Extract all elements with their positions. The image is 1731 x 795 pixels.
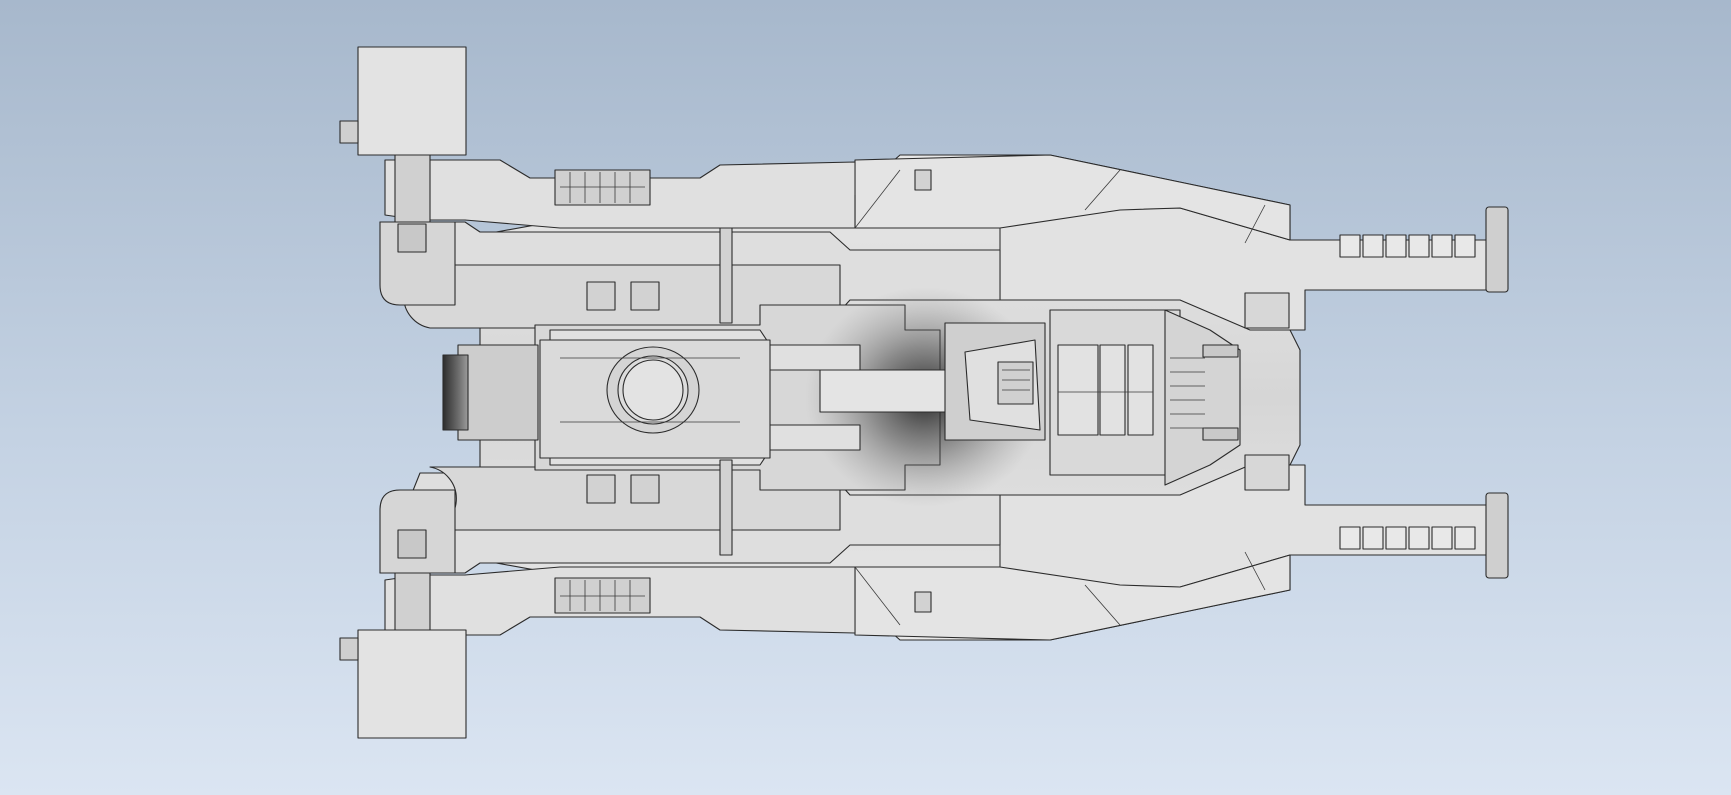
lower-engine-panel-4 bbox=[1408, 526, 1430, 550]
lower-vent-grille bbox=[554, 577, 651, 614]
lower-outer-panel bbox=[854, 554, 1291, 641]
upper-diag bbox=[854, 169, 901, 229]
lower-engine-panel-5 bbox=[1431, 526, 1453, 550]
vertical-rib-lower bbox=[719, 459, 733, 556]
upper-left-pod bbox=[357, 46, 467, 156]
upper-vent-slats bbox=[560, 172, 645, 203]
rear-thruster-housing bbox=[457, 344, 539, 441]
vertical-rib-upper bbox=[719, 227, 733, 324]
lower-engine-nozzle bbox=[1485, 492, 1509, 579]
upper-engine-panel-4 bbox=[1408, 234, 1430, 258]
lower-vent-slats bbox=[560, 580, 645, 611]
upper-engine-panel-5 bbox=[1431, 234, 1453, 258]
lower-engine-panel-2 bbox=[1362, 526, 1384, 550]
hatch-upper-2 bbox=[630, 281, 660, 311]
upper-side-block-inset bbox=[397, 223, 427, 253]
upper-engine-panel-6 bbox=[1454, 234, 1476, 258]
lower-engine-panel-1 bbox=[1339, 526, 1361, 550]
sensor-plate-upper bbox=[914, 169, 932, 191]
lower-front-tab bbox=[1202, 427, 1239, 441]
core-mid-bar bbox=[819, 369, 956, 413]
lower-front-block bbox=[1244, 454, 1290, 491]
upper-outer-panel bbox=[854, 154, 1291, 241]
bridge-window-left bbox=[1057, 344, 1099, 436]
upper-engine-nozzle bbox=[1485, 206, 1509, 293]
upper-vent-grille bbox=[554, 169, 651, 206]
upper-engine-panel-2 bbox=[1362, 234, 1384, 258]
bridge-window-right bbox=[1127, 344, 1154, 436]
upper-engine-panel-1 bbox=[1339, 234, 1361, 258]
lower-engine-panel-3 bbox=[1385, 526, 1407, 550]
lower-side-block-inset bbox=[397, 529, 427, 559]
upper-ridge-line bbox=[1084, 169, 1121, 211]
rear-thruster-core bbox=[442, 354, 469, 431]
hatch-lower-2 bbox=[630, 474, 660, 504]
upper-front-tab bbox=[1202, 344, 1239, 358]
lower-arm-seam bbox=[1244, 551, 1266, 591]
upper-front-block bbox=[1244, 292, 1290, 329]
hatch-lower-1 bbox=[586, 474, 616, 504]
lower-ridge-line bbox=[1084, 584, 1121, 626]
sensor-plate-lower bbox=[914, 591, 932, 613]
lower-pod-connector bbox=[394, 572, 431, 631]
upper-pod-connector bbox=[394, 154, 431, 223]
cockpit-console-lines bbox=[1002, 369, 1030, 391]
hatch-upper-1 bbox=[586, 281, 616, 311]
bridge-window-mid bbox=[1099, 344, 1126, 436]
lower-left-pod bbox=[357, 629, 467, 739]
upper-pod-nub bbox=[339, 120, 359, 144]
turret-dome bbox=[622, 359, 684, 421]
cockpit-panel bbox=[997, 361, 1034, 405]
lower-engine-panel-6 bbox=[1454, 526, 1476, 550]
upper-engine-panel-3 bbox=[1385, 234, 1407, 258]
lower-diag bbox=[854, 566, 901, 626]
lower-pod-nub bbox=[339, 637, 359, 661]
front-ramp-ribs bbox=[1170, 357, 1205, 429]
upper-arm-seam bbox=[1244, 204, 1266, 244]
